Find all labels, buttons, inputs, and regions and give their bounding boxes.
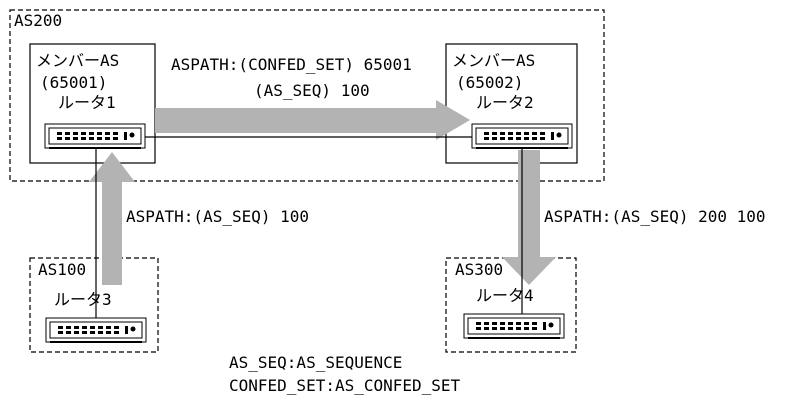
router3-device xyxy=(45,317,147,343)
member-as-65001-title: メンバーAS xyxy=(36,51,119,70)
arrow-router1-to-router2 xyxy=(155,100,470,140)
legend-confed-set: CONFED_SET:AS_CONFED_SET xyxy=(229,376,461,395)
member-as-65002-title: メンバーAS xyxy=(452,51,535,70)
legend-as-seq: AS_SEQ:AS_SEQUENCE xyxy=(229,353,402,372)
aspath-router2-router4: ASPATH:(AS_SEQ) 200 100 xyxy=(544,207,766,226)
router4-label: ルータ4 xyxy=(476,286,534,305)
as200-boundary xyxy=(9,9,605,182)
as300-label: AS300 xyxy=(455,260,503,279)
as200-label: AS200 xyxy=(14,11,62,30)
member-as-65001-box xyxy=(29,43,156,164)
router1-label: ルータ1 xyxy=(58,93,116,112)
aspath-router3-router1: ASPATH:(AS_SEQ) 100 xyxy=(126,207,309,226)
member-as-65002-asn: (65002) xyxy=(456,73,523,92)
router3-label: ルータ3 xyxy=(54,290,112,309)
router2-label: ルータ2 xyxy=(476,93,534,112)
router2-device xyxy=(471,123,573,149)
aspath-router1-router2-line1: ASPATH:(CONFED_SET) 65001 xyxy=(171,55,412,74)
arrow-router2-to-router4 xyxy=(502,150,556,285)
as100-label: AS100 xyxy=(38,260,86,279)
member-as-65002-box xyxy=(445,43,578,164)
router1-device xyxy=(44,123,146,149)
arrow-router3-to-router1 xyxy=(89,152,135,285)
router4-device xyxy=(463,313,565,339)
member-as-65001-asn: (65001) xyxy=(40,73,107,92)
as100-boundary xyxy=(29,257,159,353)
aspath-router1-router2-line2: (AS_SEQ) 100 xyxy=(254,81,370,100)
